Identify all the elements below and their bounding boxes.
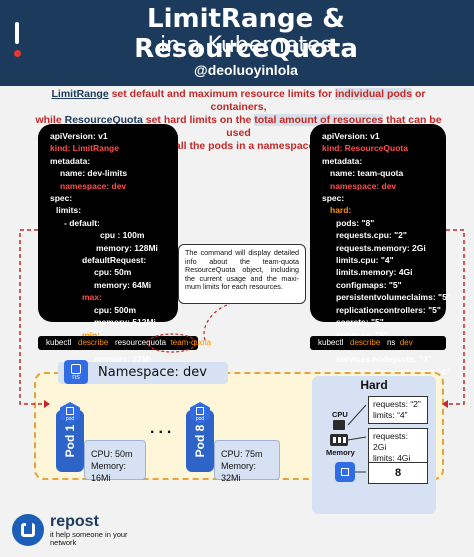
yaml-line: cpu: 50m	[94, 267, 132, 278]
intro-segment: by all the pods in a namespace.	[159, 140, 318, 152]
yaml-line: count/deployment.apps: "4"	[336, 366, 450, 377]
cpu-label: CPU	[332, 410, 348, 419]
yaml-line: hard:	[330, 205, 352, 216]
yaml-line: kind: LimitRange	[50, 143, 119, 154]
limitrange-yaml-panel: apiVersion: v1 kind: LimitRange metadata…	[38, 124, 178, 377]
yaml-line: memory: 64Mi	[94, 279, 152, 290]
resourcequota-keyword: ResourceQuota	[64, 114, 143, 126]
hard-title: Hard	[360, 378, 388, 392]
pod-icon: pod	[190, 402, 210, 424]
yaml-line: - default:	[64, 217, 100, 228]
intro-text: LimitRange set default and maximum resou…	[26, 88, 451, 153]
pod-icon-label: pod	[195, 416, 205, 422]
author-handle: @deoluoyinlola	[194, 62, 298, 78]
yaml-line: limits.cpu: "4"	[336, 255, 394, 266]
repost-icon	[12, 514, 44, 546]
kubectl-command-quota: kubectl describe resourcequota team-quot…	[38, 336, 211, 350]
cpu-requests: requests: “2”	[373, 399, 421, 409]
note-connector	[203, 303, 231, 341]
header-banner: LimitRange & ResourceQuota in a Kubernet…	[0, 0, 474, 86]
yaml-line: spec:	[50, 193, 73, 204]
title-line-1: LimitRange & ResourceQuota	[134, 4, 358, 64]
memory-requests: requests: 2Gi	[373, 431, 408, 452]
cpu-hard-values: requests: “2” limits: “4”	[368, 396, 428, 424]
yaml-line: memory: 128Mi	[96, 242, 158, 253]
yaml-line: replicationcontrollers: "5"	[336, 304, 441, 315]
pod-1-resources: CPU: 50m Memory: 16Mi	[84, 440, 146, 483]
yaml-line: pods: "8"	[336, 217, 375, 228]
cmd-verb: describe	[350, 338, 381, 347]
cmd-kubectl: kubectl	[46, 338, 72, 347]
yaml-line: memory: 512Mi	[94, 317, 156, 328]
yaml-line: namespace: dev	[60, 180, 127, 191]
ellipsis: ...	[150, 420, 176, 437]
memory-limits: limits: 4Gi	[373, 453, 411, 463]
yaml-line: limits:	[56, 205, 82, 216]
yaml-line: secrets: "5"	[336, 317, 384, 328]
resourcequota-yaml-panel: apiVersion: v1 kind: ResourceQuota metad…	[310, 124, 451, 377]
yaml-line: kind: ResourceQuota	[322, 143, 408, 154]
yaml-line: metadata:	[322, 155, 363, 166]
pod-icon	[335, 462, 355, 482]
memory-icon	[330, 434, 348, 446]
pod-count: 8	[368, 462, 428, 484]
command-note: The command will display detailed info a…	[178, 244, 306, 304]
memory-label: Memory	[326, 448, 355, 457]
yaml-line: persistentvolumeclaims: "5"	[336, 292, 451, 303]
yaml-line: namespace: dev	[330, 180, 397, 191]
cmd-kubectl: kubectl	[318, 338, 344, 347]
yaml-line: name: dev-limits	[60, 168, 128, 179]
cmd-verb: describe	[78, 338, 109, 347]
namespace-icon-label: ns	[72, 374, 80, 381]
pod-cpu: CPU: 75m	[221, 449, 263, 459]
yaml-line: services.nodeports: "3"	[336, 354, 432, 365]
yaml-line: spec:	[322, 193, 345, 204]
pod-memory: Memory: 16Mi	[91, 461, 127, 483]
yaml-line: limits.memory: 4Gi	[336, 267, 413, 278]
yaml-line: metadata:	[50, 155, 91, 166]
yaml-line: cpu : 100m	[100, 230, 145, 241]
pod-cpu: CPU: 50m	[91, 449, 133, 459]
pod-icon: pod	[60, 402, 80, 424]
kubectl-command-ns: kubectl describe ns dev	[310, 336, 446, 350]
cpu-icon	[333, 420, 345, 430]
intro-segment: set hard limits on the	[142, 114, 255, 126]
yaml-line: apiVersion: v1	[322, 131, 380, 141]
yaml-line: requests.memory: 2Gi	[336, 242, 426, 253]
intro-segment: set default and maximum resource limits …	[108, 88, 336, 100]
namespace-icon: ns	[64, 360, 88, 384]
cmd-name: team-quota	[170, 338, 212, 347]
yaml-line: min:	[82, 329, 100, 340]
yaml-line: configmaps: "5"	[336, 279, 402, 290]
pod-memory: Memory: 32Mi	[221, 461, 257, 483]
intro-segment: or containers,	[210, 88, 426, 113]
cpu-limits: limits: “4”	[373, 410, 408, 420]
limitrange-keyword: LimitRange	[51, 88, 109, 100]
cmd-resource: resourcequota	[114, 338, 167, 347]
intro-highlight: total amount of resources	[254, 114, 384, 126]
yaml-line: max:	[82, 292, 102, 303]
yaml-line: requests.cpu: "2"	[336, 230, 407, 241]
yaml-line: defaultRequest:	[82, 255, 147, 266]
intro-segment: that can be used	[226, 114, 442, 139]
pod-name: Pod 8	[193, 424, 207, 458]
cmd-name: dev	[399, 338, 413, 347]
pod-icon-label: pod	[65, 416, 75, 422]
memory-hard-values: requests: 2Gi limits: 4Gi	[368, 428, 428, 467]
intro-highlight: individual pods	[335, 88, 413, 100]
namespace-label: Namespace: dev	[58, 362, 228, 384]
intro-segment: while	[35, 114, 65, 126]
yaml-line: apiVersion: v1	[50, 131, 108, 141]
pod-8-resources: CPU: 75m Memory: 32Mi	[214, 440, 280, 483]
yaml-line: cpu: 500m	[94, 304, 137, 315]
cmd-resource: ns	[386, 338, 396, 347]
pod-name: Pod 1	[63, 424, 77, 458]
yaml-line: name: team-quota	[330, 168, 404, 179]
title-line-2: in a Kubernetes	[159, 33, 333, 58]
repost-tagline: it help someone in your network	[50, 530, 128, 547]
yaml-line: memory: 32Mi	[94, 354, 152, 365]
yaml-line: services: "5"	[336, 329, 389, 340]
exclamation-icon	[10, 22, 24, 60]
repost-brand: repost	[50, 513, 99, 530]
